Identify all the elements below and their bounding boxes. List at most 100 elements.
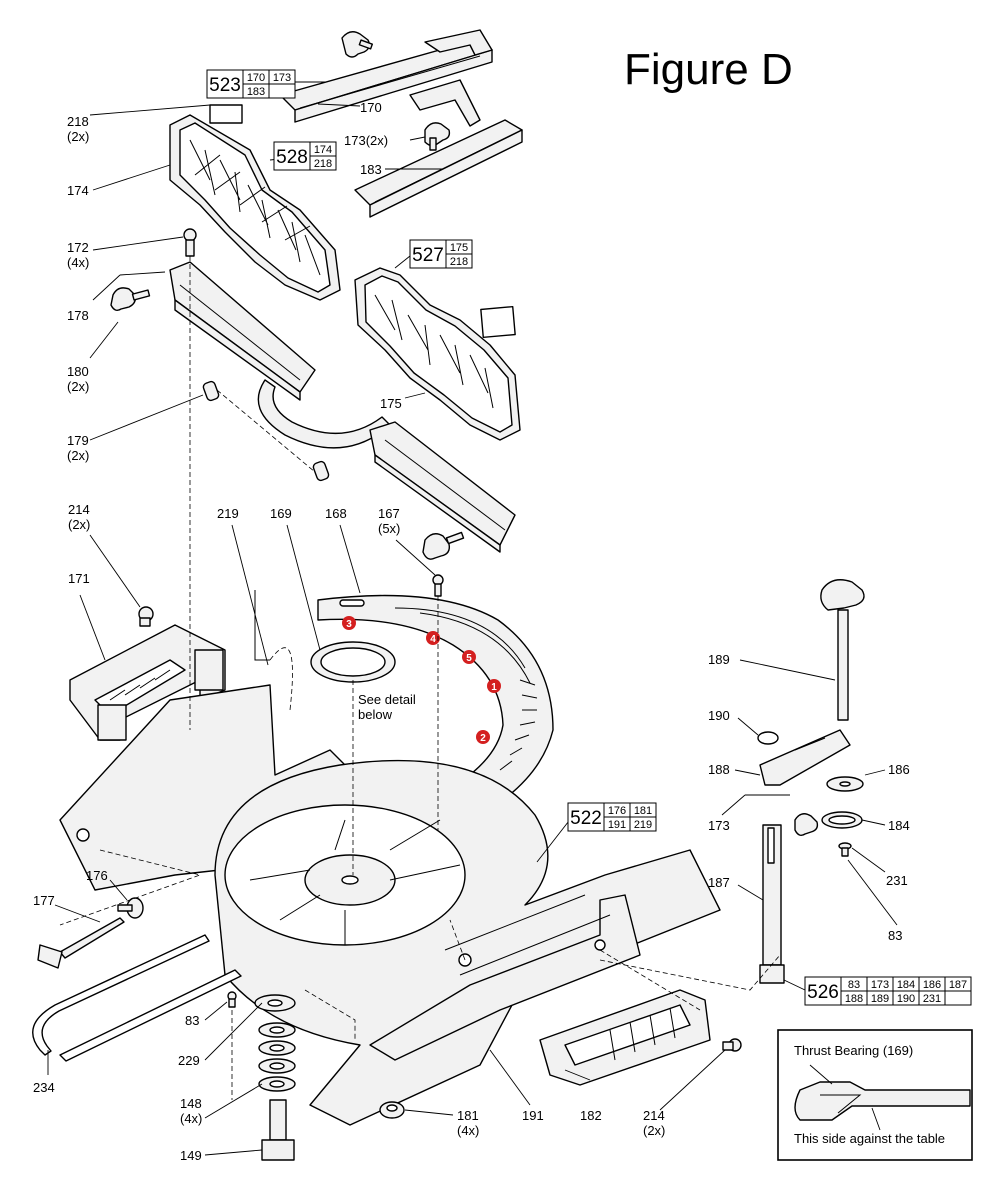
fence-part-174 (169, 114, 341, 301)
svg-text:See detail: See detail (358, 692, 416, 707)
hex-key-177 (37, 917, 125, 969)
callout-180: 180 (2x) (67, 364, 89, 394)
svg-text:189: 189 (871, 993, 889, 1005)
detail-title: Thrust Bearing (169) (794, 1043, 913, 1058)
callout-169: 169 (270, 506, 292, 521)
callout-172: 172 (4x) (67, 240, 89, 270)
callout-178: 178 (67, 308, 89, 323)
clip-190 (757, 731, 779, 745)
kit-box-527: 527 175 218 (409, 239, 473, 269)
callout-83-left: 83 (185, 1013, 199, 1028)
callout-168: 168 (325, 506, 347, 521)
sequence-marker-2: 2 (476, 730, 490, 744)
callout-167-number: 167 (378, 506, 400, 521)
screw-214-right (722, 1038, 742, 1052)
svg-text:527: 527 (412, 245, 444, 266)
sequence-marker-4: 4 (426, 631, 440, 645)
svg-text:231: 231 (923, 993, 941, 1005)
callout-175: 175 (380, 396, 402, 411)
svg-text:219: 219 (634, 819, 652, 831)
callout-181-number: 181 (457, 1108, 479, 1123)
screw-167 (432, 574, 444, 597)
svg-text:3: 3 (346, 619, 352, 630)
callout-218-qty: (2x) (67, 129, 89, 144)
svg-text:174: 174 (314, 144, 332, 156)
lever-188 (759, 729, 851, 786)
knob-173b (424, 122, 451, 151)
svg-text:184: 184 (897, 979, 915, 991)
svg-text:191: 191 (608, 819, 626, 831)
callout-83-right: 83 (888, 928, 902, 943)
rail-part-170 (279, 29, 493, 123)
callout-181: 181 (4x) (457, 1108, 479, 1138)
knob-167-right (422, 531, 465, 560)
thrust-bearing-169 (310, 641, 396, 683)
svg-text:187: 187 (949, 979, 967, 991)
knob-rod-189 (820, 579, 865, 721)
base-191 (59, 684, 721, 1126)
svg-text:below: below (358, 707, 393, 722)
pivot-screw-176 (117, 897, 144, 919)
callout-187: 187 (708, 875, 730, 890)
svg-text:2: 2 (480, 733, 486, 744)
svg-text:190: 190 (897, 993, 915, 1005)
assembly-dashed-lines (59, 256, 781, 1100)
see-detail-note: See detail below (358, 692, 416, 722)
callout-148-qty: (4x) (180, 1111, 202, 1126)
callout-181-qty: (4x) (457, 1123, 479, 1138)
screw-214-left (138, 606, 154, 627)
nut-181 (379, 1101, 405, 1119)
detail-note: This side against the table (794, 1131, 945, 1146)
callout-179-number: 179 (67, 433, 89, 448)
callout-190: 190 (708, 708, 730, 723)
svg-text:176: 176 (608, 805, 626, 817)
svg-text:218: 218 (314, 158, 332, 170)
callout-179-qty: (2x) (67, 448, 89, 463)
callout-180-qty: (2x) (67, 379, 89, 394)
callout-149: 149 (180, 1148, 202, 1163)
svg-text:173: 173 (871, 979, 889, 991)
callout-229: 229 (178, 1053, 200, 1068)
knob-173-right (794, 813, 819, 837)
callout-218-number: 218 (67, 114, 89, 129)
callout-214-left: 214 (2x) (68, 502, 90, 532)
knob-173a (341, 31, 374, 58)
rail-part-183 (354, 79, 523, 218)
svg-text:183: 183 (247, 86, 265, 98)
callout-172-number: 172 (67, 240, 89, 255)
svg-text:523: 523 (209, 75, 241, 96)
callout-188: 188 (708, 762, 730, 777)
svg-text:522: 522 (570, 808, 602, 829)
callout-214-right-number: 214 (643, 1108, 665, 1123)
kit-box-526: 526 83 173 184 186 187 188 189 190 231 (804, 976, 972, 1006)
callout-231: 231 (886, 873, 908, 888)
washer-186 (826, 776, 864, 792)
screw-172 (183, 228, 197, 257)
kit-box-522: 522 176 181 191 219 (567, 802, 657, 832)
screw-83-left (227, 991, 237, 1008)
callout-171: 171 (68, 571, 90, 586)
svg-text:170: 170 (247, 72, 265, 84)
figure-title: Figure D (624, 45, 793, 94)
svg-text:528: 528 (276, 147, 308, 168)
callout-214-right-qty: (2x) (643, 1123, 665, 1138)
callout-189: 189 (708, 652, 730, 667)
svg-text:173: 173 (273, 72, 291, 84)
callout-214-left-qty: (2x) (68, 517, 90, 532)
callout-148-number: 148 (180, 1096, 202, 1111)
pin-149 (261, 1099, 295, 1161)
bushing-179b (312, 460, 330, 482)
screw-231 (838, 842, 852, 857)
callout-173b: 173 (708, 818, 730, 833)
washer-184 (821, 811, 863, 829)
callout-184: 184 (888, 818, 910, 833)
svg-text:4: 4 (430, 634, 436, 645)
callout-219: 219 (217, 506, 239, 521)
washer-229 (254, 994, 296, 1012)
callout-186: 186 (888, 762, 910, 777)
svg-text:188: 188 (845, 993, 863, 1005)
callout-172-qty: (4x) (67, 255, 89, 270)
svg-text:181: 181 (634, 805, 652, 817)
sequence-marker-3: 3 (342, 616, 356, 630)
